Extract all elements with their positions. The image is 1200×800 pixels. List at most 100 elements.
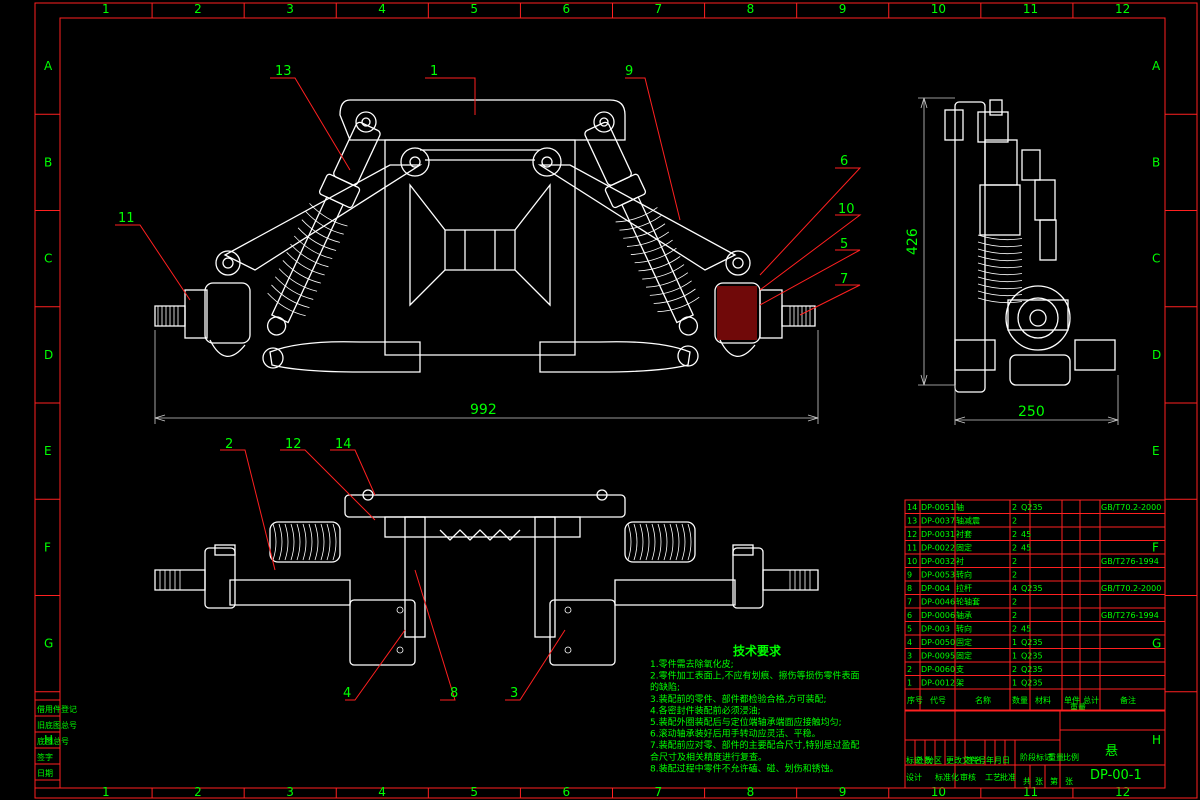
zone-col-4-top: 4 (378, 2, 386, 16)
bom-cell-no: 9 (907, 571, 912, 580)
bom-cell-code: DP-0037 (921, 517, 955, 526)
bom-cell-code: DP-004 (921, 584, 950, 593)
bom-cell-no: 7 (907, 598, 912, 607)
bom-header-total: 总计 (1083, 695, 1099, 705)
zone-row-E-right: E (1152, 444, 1160, 458)
bom-cell-no: 8 (907, 584, 912, 593)
bom-cell-code: DP-0095 (921, 652, 955, 661)
bom-header-qty: 数量 (1012, 695, 1028, 705)
zone-col-4-bottom: 4 (378, 785, 386, 799)
bom-cell-standard: GB/T276-1994 (1101, 611, 1159, 620)
zone-row-C-right: C (1152, 252, 1160, 266)
callout-10: 10 (838, 202, 855, 217)
titleblock-label: 年月日 (986, 755, 1010, 765)
bom-cell-material: Q235 (1021, 584, 1043, 593)
note-line: 6.滚动轴承装好后用手转动应灵活、平稳。 (650, 728, 821, 740)
zone-col-12-bottom: 12 (1115, 785, 1130, 799)
notes-title: 技术要求 (733, 643, 782, 658)
bom-cell-qty: 1 (1012, 638, 1017, 647)
bom-cell-qty: 2 (1012, 544, 1017, 553)
bom-cell-no: 5 (907, 625, 912, 634)
bom-cell-material: Q235 (1021, 638, 1043, 647)
note-line: 2.零件加工表面上,不应有划痕、擦伤等损伤零件表面 (650, 670, 859, 682)
zone-col-11-bottom: 11 (1023, 785, 1038, 799)
bom-cell-material: 45 (1021, 544, 1031, 553)
callout-5: 5 (840, 237, 848, 252)
zone-col-9-top: 9 (839, 2, 847, 16)
technical-notes: 技术要求 1.零件需去除氧化皮;2.零件加工表面上,不应有划痕、擦伤等损伤零件表… (650, 643, 859, 774)
titleblock-label: 签名 (966, 755, 982, 765)
signature-label: 借用件登记 (37, 704, 77, 714)
bom-header-code: 代号 (930, 695, 946, 705)
bom-cell-name: 衬套 (956, 529, 972, 539)
zone-row-D-right: D (1152, 348, 1161, 362)
bom-cell-name: 衬 (956, 556, 964, 566)
bom-cell-qty: 2 (1012, 517, 1017, 526)
bom-header-unit: 单件 (1064, 695, 1080, 705)
zone-col-1-top: 1 (102, 2, 110, 16)
zone-row-B-right: B (1152, 155, 1160, 169)
title-name: 悬 (1105, 744, 1118, 759)
bom-header-remark: 备注 (1120, 695, 1136, 705)
bom-cell-name: 拉杆 (956, 583, 972, 593)
bom-cell-name: 固定 (956, 543, 972, 553)
zone-col-6-bottom: 6 (562, 785, 570, 799)
bom-cell-standard: GB/T70.2-2000 (1101, 584, 1161, 593)
bom-cell-no: 11 (907, 544, 917, 553)
note-line: 4.各密封件装配前必须浸油; (650, 704, 761, 716)
bom-cell-qty: 2 (1012, 611, 1017, 620)
bom-cell-name: 支 (956, 664, 964, 674)
bom-header-no: 序号 (907, 695, 923, 705)
leader-lines (115, 77, 862, 701)
drawing-number: DP-00-1 (1090, 768, 1142, 783)
zone-col-11-top: 11 (1023, 2, 1038, 16)
zone-row-D-left: D (44, 348, 53, 362)
titleblock-label: 第 (1050, 776, 1058, 786)
bom-cell-material: Q235 (1021, 679, 1043, 688)
callout-1: 1 (430, 64, 438, 79)
bom-cell-name: 转向 (956, 570, 972, 580)
callout-2: 2 (225, 437, 233, 452)
dim-depth: 250 (1018, 404, 1045, 420)
bom-cell-name: 轴承 (956, 610, 972, 620)
titleblock-label: 处数 (916, 755, 932, 765)
callout-14: 14 (335, 437, 352, 452)
titleblock-label: 更改文件号 (946, 755, 986, 765)
zone-row-B-left: B (44, 155, 52, 169)
callout-8: 8 (450, 686, 458, 701)
note-line: 3.装配前的零件、部件都检验合格,方可装配; (650, 693, 826, 705)
titleblock-label: 阶段标记 (1020, 752, 1052, 762)
note-line: 合尺寸及相关精度进行复查。 (650, 751, 767, 763)
zone-col-10-top: 10 (931, 2, 946, 16)
titleblock-label: 批准 (1000, 772, 1016, 782)
zone-col-8-top: 8 (747, 2, 755, 16)
note-line: 7.装配前应对零、部件的主要配合尺寸,特别是过盈配 (650, 739, 859, 751)
dim-height: 426 (905, 228, 921, 255)
zone-col-12-top: 12 (1115, 2, 1130, 16)
bom-cell-code: DP-0053 (921, 571, 955, 580)
note-line: 8.装配过程中零件不允许磕、碰、划伤和锈蚀。 (650, 762, 839, 774)
callout-6: 6 (840, 154, 848, 169)
dim-width: 992 (470, 402, 497, 418)
title-block: 悬 DP-00-1 标记处数分区更改文件号签名年月日设计标准化审核工艺批准阶段标… (904, 709, 1166, 789)
zone-col-5-bottom: 5 (470, 785, 478, 799)
bom-cell-name: 固定 (956, 637, 972, 647)
titleblock-label: 比例 (1063, 752, 1079, 762)
bom-cell-qty: 2 (1012, 530, 1017, 539)
callout-9: 9 (625, 64, 633, 79)
zone-row-G-right: G (1152, 637, 1161, 651)
bom-cell-no: 12 (907, 530, 917, 539)
bom-cell-code: DP-0060 (921, 665, 955, 674)
titleblock-label: 重量 (1048, 752, 1064, 762)
bom-cell-code: DP-0046 (921, 598, 955, 607)
bom-cell-qty: 1 (1012, 652, 1017, 661)
bom-cell-qty: 2 (1012, 571, 1017, 580)
bom-cell-no: 6 (907, 611, 912, 620)
bom-cell-standard: GB/T276-1994 (1101, 557, 1159, 566)
bom-cell-no: 1 (907, 679, 912, 688)
titleblock-label: 审核 (960, 772, 976, 782)
bom-cell-material: 45 (1021, 625, 1031, 634)
